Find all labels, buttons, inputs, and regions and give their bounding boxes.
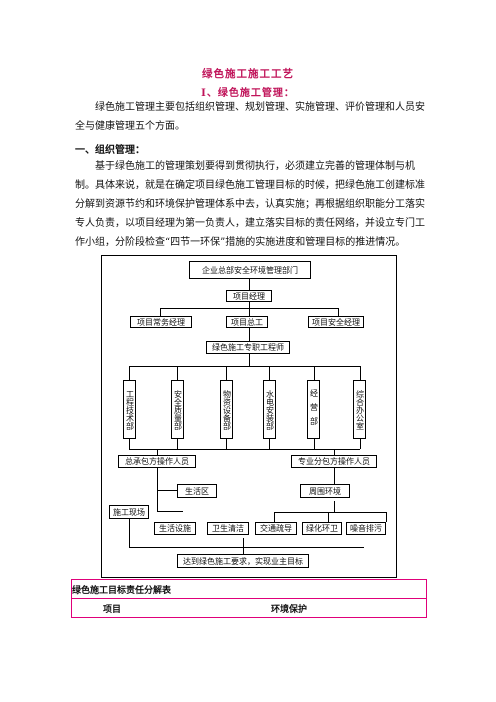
connector [160, 308, 161, 316]
manager-box: 项目总工 [226, 316, 268, 328]
department-box: 经营部 [307, 380, 320, 439]
green-engineer-box: 绿色施工专职工程师 [206, 341, 290, 354]
connector [129, 519, 130, 547]
area-box: 生活区 [177, 484, 217, 498]
department-box: 综合办公室 [353, 380, 366, 439]
manager-box: 项目常务经理 [130, 316, 192, 328]
table-caption: 绿色施工目标责任分解表 [72, 585, 172, 596]
connector [129, 547, 364, 548]
section-heading: 一、组织管理： [75, 145, 145, 156]
responsibility-table: 绿色施工目标责任分解表 项目 环境保护 [71, 579, 427, 618]
connector [157, 468, 158, 490]
connector [157, 490, 158, 511]
connector [249, 279, 250, 290]
operator-box: 总承包方操作人员 [118, 455, 196, 468]
connector [249, 353, 250, 366]
connector [274, 512, 275, 522]
connector [129, 366, 360, 367]
hq-env-dept-box: 企业总部安全环境管理部门 [189, 261, 311, 279]
doc-title: 绿色施工施工工艺 [202, 68, 294, 80]
connector [269, 366, 270, 380]
connector [160, 308, 338, 309]
connector [226, 366, 227, 380]
connector [269, 439, 270, 449]
department-box: 安全质量部 [171, 380, 184, 439]
connector [360, 439, 361, 449]
site-box: 施工现场 [109, 505, 149, 519]
connector [226, 439, 227, 449]
connector [314, 366, 315, 380]
department-box: 工程技术部 [123, 380, 136, 439]
project-manager-box: 项目经理 [226, 290, 272, 302]
connector [157, 449, 158, 455]
table-header-row: 项目 环境保护 [72, 598, 426, 617]
item-box: 噪音排污 [346, 522, 386, 535]
org-chart: 企业总部安全环境管理部门 项目经理 项目常务经理 项目总工 项目安全经理 绿色施… [101, 255, 397, 578]
item-box: 卫生清洁 [207, 522, 249, 535]
connector [334, 449, 335, 455]
connector [386, 512, 387, 522]
table-caption-row: 绿色施工目标责任分解表 [72, 580, 426, 598]
manager-box: 项目安全经理 [308, 316, 364, 328]
connector [334, 501, 335, 512]
connector [334, 468, 335, 490]
connector [274, 512, 386, 513]
connector [129, 366, 130, 380]
connector [129, 439, 130, 449]
connector [328, 512, 329, 522]
connector [338, 308, 339, 316]
connector [177, 366, 178, 380]
connector [177, 439, 178, 449]
department-box: 水电安装部 [263, 380, 276, 439]
operator-box: 专业分包方操作人员 [291, 455, 377, 468]
org-paragraph: 基于绿色施工的管理策划要得到贯彻执行，必须建立完善的管理体制与机制。具体来说，就… [75, 161, 425, 248]
goal-box: 达到绿色施工要求，实现业主目标 [177, 554, 309, 568]
connector [360, 366, 361, 380]
connector [157, 511, 183, 512]
item-box: 绿化环卫 [302, 522, 342, 535]
connector [129, 449, 360, 450]
col-header-env: 环境保护 [270, 604, 307, 615]
section-subtitle: Ⅰ、绿色施工管理： [201, 88, 295, 99]
col-header-project: 项目 [102, 604, 121, 615]
connector [314, 439, 315, 449]
intro-paragraph: 绿色施工管理主要包括组织管理、规划管理、实施管理、评价管理和人员安全与健康管理五… [75, 102, 425, 132]
connector [249, 327, 250, 341]
item-box: 交通疏导 [255, 522, 297, 535]
department-box: 物资设备部 [220, 380, 233, 439]
connector [157, 490, 177, 491]
connector [243, 538, 244, 554]
area-box: 周围环境 [300, 484, 350, 498]
item-box: 生活设施 [154, 522, 196, 535]
